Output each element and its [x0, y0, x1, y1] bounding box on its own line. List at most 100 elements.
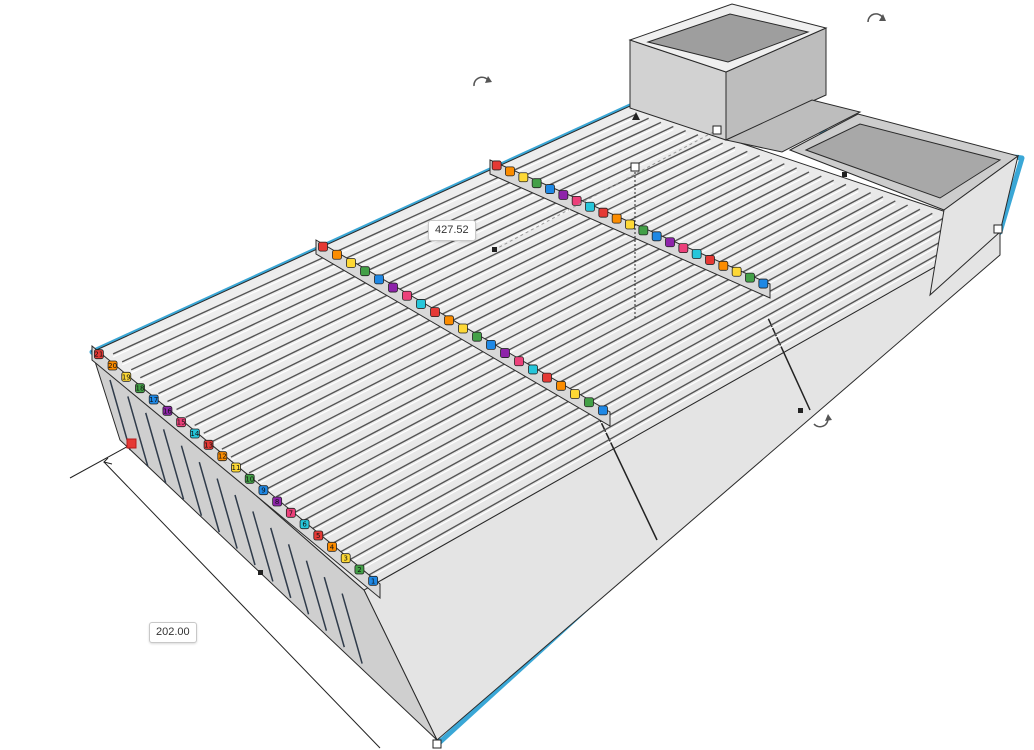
number-label-block[interactable] [518, 172, 529, 183]
number-label-block[interactable] [272, 496, 283, 507]
resize-handles[interactable] [126, 112, 1003, 749]
tray-compartment-1[interactable] [724, 99, 862, 153]
number-label-block[interactable] [514, 356, 524, 367]
resize-handle[interactable] [842, 172, 847, 177]
number-label-block[interactable] [491, 160, 502, 171]
number-label-block[interactable] [678, 243, 689, 254]
number-label-block[interactable] [651, 231, 662, 242]
slot-ridge [348, 220, 958, 561]
resize-handle[interactable] [630, 162, 640, 172]
number-label-block[interactable] [299, 519, 310, 530]
number-label-block[interactable] [374, 274, 384, 285]
number-label-block[interactable] [570, 389, 580, 399]
slot-ridge-highlight [266, 186, 847, 493]
number-label-block[interactable] [556, 380, 566, 391]
rotate-icon[interactable] [473, 76, 492, 87]
number-label-text: 3 [343, 555, 347, 563]
number-label-block[interactable] [545, 184, 555, 194]
number-strip-middle[interactable] [315, 239, 611, 427]
number-label-block[interactable] [340, 553, 351, 564]
slot-ridge-highlight [176, 145, 723, 414]
resize-handle[interactable] [712, 125, 722, 135]
number-label-block[interactable] [231, 462, 241, 473]
number-label-block[interactable] [93, 349, 104, 360]
number-label-block[interactable] [472, 331, 482, 342]
number-label-block[interactable] [346, 258, 356, 268]
number-label-block[interactable] [584, 397, 594, 408]
end-slot-line [216, 478, 238, 549]
number-label-block[interactable] [430, 307, 440, 318]
number-label-text: 9 [261, 487, 265, 495]
number-label-block[interactable] [258, 485, 269, 496]
slot-ridge [239, 171, 810, 466]
slot-ridge-highlight [303, 203, 896, 525]
number-label-block[interactable] [444, 315, 454, 326]
number-label-text: 17 [149, 396, 158, 404]
number-label-block[interactable] [558, 190, 569, 200]
number-label-block[interactable] [528, 364, 538, 375]
resize-handle[interactable] [993, 224, 1003, 234]
number-label-block[interactable] [176, 417, 187, 428]
number-label-block[interactable] [505, 166, 515, 177]
number-label-block[interactable] [758, 278, 769, 289]
number-label-block[interactable] [718, 260, 729, 271]
number-label-block[interactable] [486, 339, 496, 350]
number-label-text: 8 [275, 498, 279, 506]
number-label-block[interactable] [360, 266, 370, 277]
number-label-block[interactable] [598, 207, 609, 218]
resize-handle[interactable] [492, 247, 497, 252]
number-label-block[interactable] [691, 249, 702, 259]
number-label-block[interactable] [611, 213, 622, 224]
slot-ridge [294, 196, 884, 514]
number-label-block[interactable] [121, 371, 132, 382]
number-label-block[interactable] [318, 241, 328, 252]
number-label-block[interactable] [244, 473, 255, 484]
number-label-block[interactable] [731, 266, 742, 277]
number-label-block[interactable] [705, 255, 715, 265]
rear-tray[interactable] [628, 3, 1020, 297]
number-label-block[interactable] [745, 272, 755, 283]
number-label-block[interactable] [148, 394, 159, 405]
number-label-block[interactable] [135, 383, 145, 394]
slot-ridge-highlight [185, 149, 736, 421]
number-label-block[interactable] [458, 323, 468, 334]
number-label-block[interactable] [585, 201, 595, 212]
slot-ridge [139, 125, 674, 379]
number-label-block[interactable] [542, 372, 552, 383]
number-label-block[interactable] [368, 575, 379, 586]
rotate-handles[interactable] [473, 13, 886, 428]
number-label-block[interactable] [217, 451, 228, 462]
number-label-block[interactable] [162, 405, 173, 416]
number-label-block[interactable] [402, 290, 412, 301]
resize-handle[interactable] [258, 570, 263, 575]
number-label-block[interactable] [531, 178, 542, 189]
number-label-block[interactable] [203, 439, 214, 450]
resize-handle[interactable] [798, 408, 803, 413]
number-label-block[interactable] [638, 225, 649, 236]
rotate-icon[interactable] [813, 414, 832, 428]
slot-ridge [312, 204, 909, 530]
number-label-block[interactable] [598, 405, 608, 416]
number-label-block[interactable] [625, 219, 635, 230]
number-label-block[interactable] [416, 299, 426, 309]
number-label-block[interactable] [189, 428, 200, 439]
width-dimension-label[interactable]: 202.00 [149, 622, 197, 643]
number-label-block[interactable] [571, 195, 582, 206]
number-label-block[interactable] [354, 564, 365, 575]
resize-handle-active[interactable] [126, 438, 137, 449]
number-label-block[interactable] [388, 282, 398, 293]
number-label-block[interactable] [313, 530, 324, 541]
number-label-block[interactable] [285, 507, 296, 518]
rotate-icon[interactable] [867, 13, 886, 23]
number-label-block[interactable] [327, 541, 337, 552]
number-label-block[interactable] [107, 360, 118, 371]
number-label-block[interactable] [665, 237, 675, 248]
height-handle-icon[interactable] [632, 112, 640, 120]
resize-handle[interactable] [432, 739, 442, 749]
length-dimension-label[interactable]: 427.52 [428, 220, 476, 241]
number-label-block[interactable] [500, 348, 510, 358]
number-label-block[interactable] [332, 249, 342, 260]
number-strip-back[interactable] [489, 159, 771, 299]
